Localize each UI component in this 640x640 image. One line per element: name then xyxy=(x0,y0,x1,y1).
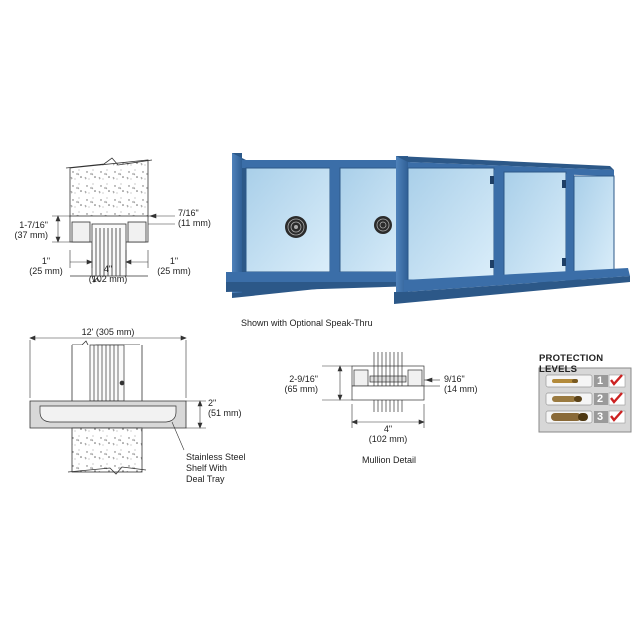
check-icon-1 xyxy=(608,374,626,388)
dim-label-left: 1-7/16"(37 mm) xyxy=(14,220,49,240)
bullet-icon-1 xyxy=(552,379,578,383)
top-frame-section xyxy=(69,215,149,283)
shelf-callout: Stainless Steel Shelf With Deal Tray xyxy=(186,452,246,484)
speak-thru-disc xyxy=(285,216,307,238)
shelf-height-label: 2"(51 mm) xyxy=(208,398,242,418)
shelf-frame-profile xyxy=(89,344,125,402)
mullion-dim-lines xyxy=(322,365,440,428)
level-1: 1 xyxy=(597,375,604,387)
bullet-icon-2 xyxy=(552,396,582,402)
level-3: 3 xyxy=(597,411,604,423)
check-icon-2 xyxy=(608,392,626,406)
dim-label-bottom-center: 4"(102 mm) xyxy=(88,264,128,284)
shelf-dim-lines xyxy=(29,335,206,451)
protection-title: PROTECTION LEVELS xyxy=(539,353,604,375)
top-wall-section xyxy=(65,157,153,218)
bullet-icon-3 xyxy=(551,413,588,421)
check-icon-3 xyxy=(608,410,626,424)
mullion-right-label: 9/16"(14 mm) xyxy=(444,374,478,394)
elevation-caption: Shown with Optional Speak-Thru xyxy=(241,318,373,328)
mullion-caption: Mullion Detail xyxy=(362,455,417,465)
dim-label-bottom-right: 1"(25 mm) xyxy=(157,256,191,276)
elevation-unit-right xyxy=(394,156,630,304)
mullion-left-label: 2-9/16"(65 mm) xyxy=(284,374,319,394)
dim-label-right: 7/16"(11 mm) xyxy=(178,208,211,228)
stainless-shelf xyxy=(29,400,187,429)
shelf-width-label: 12' (305 mm) xyxy=(81,327,135,337)
dim-label-bottom-left: 1"(25 mm) xyxy=(29,256,63,276)
mullion-profile xyxy=(351,352,425,412)
speak-thru-disc-2 xyxy=(374,216,392,234)
level-2: 2 xyxy=(597,393,604,405)
mullion-width-label: 4"(102 mm) xyxy=(368,424,408,444)
elevation-unit-left xyxy=(226,153,416,298)
shelf-wall-lower xyxy=(67,427,147,475)
top-dim-lines xyxy=(52,213,175,268)
